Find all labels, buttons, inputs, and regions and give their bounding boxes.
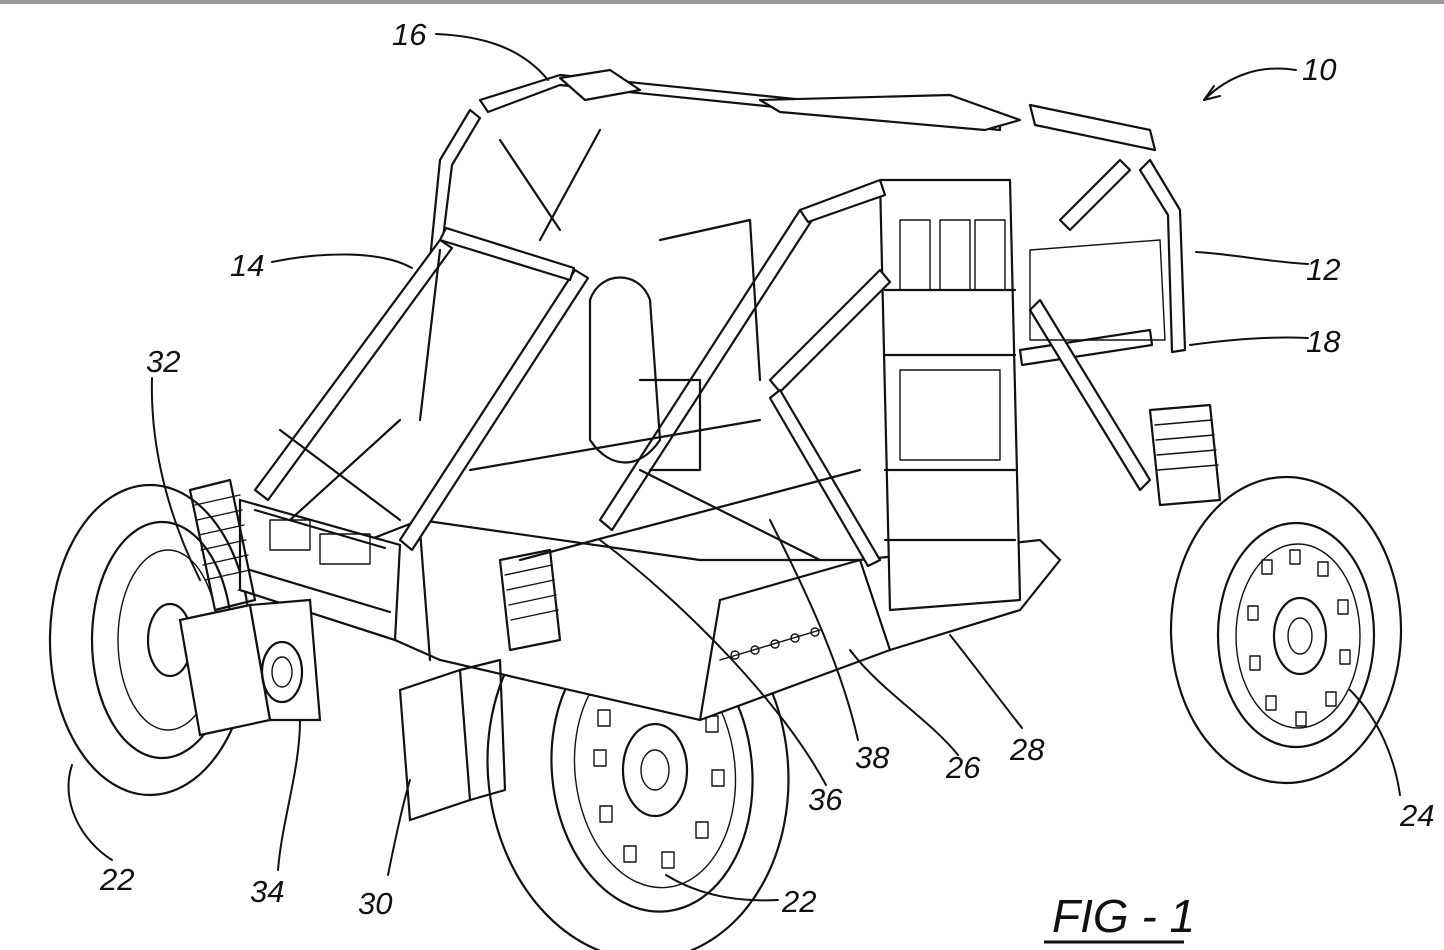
ref-10: 10 bbox=[1302, 52, 1336, 87]
hub-motor-front bbox=[398, 658, 507, 822]
ref-12: 12 bbox=[1306, 252, 1340, 287]
leader-lines bbox=[67, 33, 1401, 902]
rear-right-wheel bbox=[1169, 475, 1403, 785]
ref-38: 38 bbox=[855, 740, 890, 775]
ref-22-left: 22 bbox=[99, 862, 134, 897]
ref-28: 28 bbox=[1009, 732, 1045, 767]
ref-14: 14 bbox=[230, 248, 264, 283]
suspension bbox=[188, 403, 1222, 652]
ref-24: 24 bbox=[1399, 798, 1434, 833]
chassis-body bbox=[236, 518, 1062, 722]
roll-cage bbox=[238, 68, 1187, 642]
ref-32: 32 bbox=[146, 344, 180, 379]
ref-18: 18 bbox=[1306, 324, 1341, 359]
ref-16: 16 bbox=[392, 17, 427, 52]
hub-motor-rear bbox=[178, 598, 322, 737]
ref-22-front: 22 bbox=[781, 884, 816, 919]
ref-34: 34 bbox=[250, 874, 284, 909]
figure-caption: FIG - 1 bbox=[1052, 890, 1195, 942]
ref-26: 26 bbox=[945, 750, 981, 785]
ref-36: 36 bbox=[808, 782, 843, 817]
ref-30: 30 bbox=[358, 886, 392, 921]
